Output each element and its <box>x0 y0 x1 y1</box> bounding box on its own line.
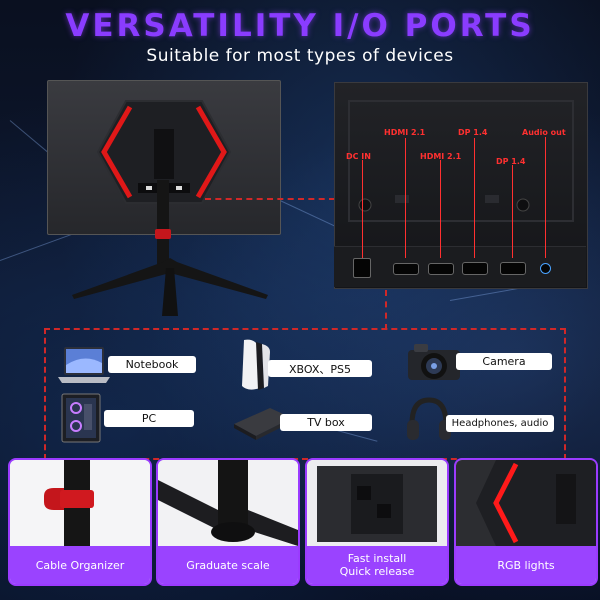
port-lead-line <box>440 160 441 258</box>
monitor-stand-base <box>72 258 268 316</box>
pointer-line <box>385 290 387 330</box>
monitor-stand-neck <box>157 180 169 265</box>
port-lead-line <box>405 138 406 258</box>
pointer-line <box>205 198 335 200</box>
device-label-console: XBOX、PS5 <box>268 360 372 377</box>
devices-frame <box>44 328 566 460</box>
port-label-hdmi-2: HDMI 2.1 <box>420 152 462 161</box>
port-lead-line <box>474 138 475 258</box>
page-title: VERSATILITY I/O PORTS <box>65 8 535 44</box>
game-console-icon <box>242 339 270 390</box>
device-label-pc: PC <box>104 410 194 427</box>
feature-label-quick-release: Fast install Quick release <box>307 546 447 584</box>
hdmi-port-icon <box>428 263 454 275</box>
notebook-icon <box>58 347 110 383</box>
port-label-hdmi-1: HDMI 2.1 <box>384 128 426 137</box>
port-lead-line <box>545 137 546 258</box>
feature-label-line1: Fast install <box>347 552 407 565</box>
feature-card-rgb-lights: RGB lights <box>454 458 598 586</box>
displayport-port-icon <box>500 262 526 275</box>
feature-label-graduate-scale: Graduate scale <box>158 546 298 584</box>
port-label-dp-2: DP 1.4 <box>496 157 526 166</box>
device-label-camera: Camera <box>456 353 552 370</box>
port-label-audio-out: Audio out <box>522 128 566 137</box>
port-label-dp-1: DP 1.4 <box>458 128 488 137</box>
feature-label-line2: Quick release <box>339 565 415 578</box>
quick-release-icon <box>307 460 447 546</box>
hdmi-port-icon <box>393 263 419 275</box>
camera-icon <box>408 344 460 380</box>
feature-card-cable-organizer: Cable Organizer <box>8 458 152 586</box>
height-scale-icon <box>158 460 298 546</box>
feature-card-quick-release: Fast install Quick release <box>305 458 449 586</box>
device-label-tv-box: TV box <box>280 414 372 431</box>
cable-organizer-ring <box>155 229 171 239</box>
port-lead-line <box>512 165 513 258</box>
audio-out-port-icon <box>540 263 551 274</box>
device-label-notebook: Notebook <box>108 356 196 373</box>
feature-card-graduate-scale: Graduate scale <box>156 458 300 586</box>
port-label-dc-in: DC IN <box>346 152 371 161</box>
pc-tower-icon <box>61 393 101 443</box>
port-lead-line <box>362 160 363 258</box>
feature-label-rgb-lights: RGB lights <box>456 546 596 584</box>
dc-in-port-icon <box>353 258 371 278</box>
displayport-port-icon <box>462 262 488 275</box>
device-label-headphones: Headphones, audio <box>446 415 554 432</box>
feature-label-cable-organizer: Cable Organizer <box>10 546 150 584</box>
page-subtitle: Suitable for most types of devices <box>146 46 454 66</box>
headphones-icon <box>407 397 451 440</box>
cable-organizer-icon <box>10 460 150 546</box>
rgb-lights-icon <box>456 460 596 546</box>
panel-bracket-icon <box>348 100 574 222</box>
